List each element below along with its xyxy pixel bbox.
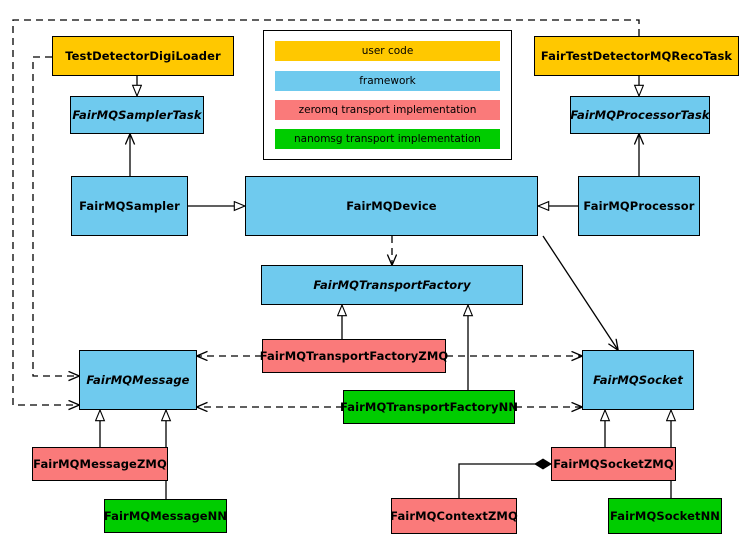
legend-item-nanomsg: nanomsg transport implementation — [275, 129, 500, 149]
class-box-fairmqmessagezmq[interactable]: FairMQMessageZMQ — [32, 447, 168, 481]
class-box-fairmqsocketzmq[interactable]: FairMQSocketZMQ — [551, 447, 676, 481]
class-box-fairmqmessage[interactable]: FairMQMessage — [79, 350, 197, 410]
class-box-fairmqcontextzmq[interactable]: FairMQContextZMQ — [390, 498, 518, 534]
legend-panel: user code framework zeromq transport imp… — [263, 30, 512, 160]
class-box-testdetectordigiloader[interactable]: TestDetectorDigiLoader — [52, 36, 234, 76]
class-box-fairmqsocket[interactable]: FairMQSocket — [582, 350, 694, 410]
legend-item-framework: framework — [275, 71, 500, 91]
class-box-fairmqtransportfactoryzmq[interactable]: FairMQTransportFactoryZMQ — [260, 339, 448, 373]
edge-device-to-socket — [542, 235, 618, 350]
class-box-fairtestdetectormqrecotask[interactable]: FairTestDetectorMQRecoTask — [534, 36, 739, 76]
class-box-fairmqsamplertask[interactable]: FairMQSamplerTask — [70, 96, 204, 134]
class-box-fairmqsocketnn[interactable]: FairMQSocketNN — [608, 498, 722, 534]
class-box-fairmqprocessor[interactable]: FairMQProcessor — [578, 176, 700, 236]
legend-item-zeromq: zeromq transport implementation — [275, 100, 500, 120]
class-box-fairmqtransportfactory[interactable]: FairMQTransportFactory — [261, 265, 523, 305]
class-box-fairmqmessagenn[interactable]: FairMQMessageNN — [104, 499, 227, 533]
class-box-fairmqprocessortask[interactable]: FairMQProcessorTask — [570, 96, 710, 134]
class-box-fairmqdevice[interactable]: FairMQDevice — [245, 176, 538, 236]
class-box-fairmqsampler[interactable]: FairMQSampler — [71, 176, 188, 236]
legend-item-user-code: user code — [275, 41, 500, 61]
edge-socketzmq-composes-contextzmq — [458, 464, 551, 498]
edge-digiloader-dep-message — [32, 56, 79, 376]
edge-recotask-dep-message — [12, 19, 640, 405]
class-box-fairmqtransportfactorynn[interactable]: FairMQTransportFactoryNN — [340, 390, 518, 424]
